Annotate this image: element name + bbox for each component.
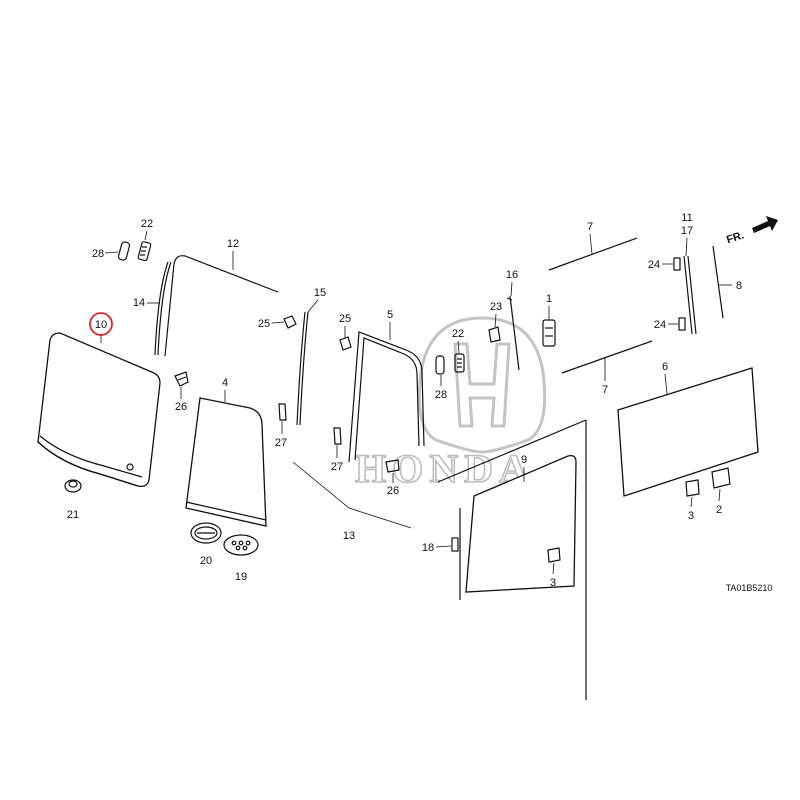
molding-15[interactable] [296, 311, 309, 426]
watermark-logo: HONDA [354, 316, 547, 492]
channel-16[interactable] [506, 295, 520, 371]
svg-text:10: 10 [95, 319, 107, 331]
front-direction-indicator: FR. [725, 216, 778, 246]
label-3-bottom[interactable] [547, 547, 561, 563]
grommet-21[interactable] [64, 479, 82, 493]
clip-24-lower[interactable] [678, 317, 686, 331]
clip-27-center[interactable] [333, 427, 342, 445]
callout-11: 11 [681, 212, 692, 224]
label-3-right[interactable] [685, 479, 700, 497]
callout-2: 2 [716, 504, 722, 516]
sash-11-17[interactable] [683, 255, 697, 335]
arrow-icon [752, 216, 778, 233]
callout-14: 14 [133, 297, 145, 309]
callout-1: 1 [546, 293, 552, 305]
callout-16: 16 [506, 269, 518, 281]
callout-7-lower: 7 [602, 384, 608, 396]
clip-26-center[interactable] [385, 459, 400, 473]
clip-22-left[interactable] [137, 241, 152, 262]
callout-5: 5 [387, 309, 393, 321]
pad-20[interactable] [190, 522, 222, 544]
callout-6: 6 [662, 361, 668, 373]
leader-13 [292, 461, 412, 529]
molding-14[interactable] [154, 261, 172, 356]
watermark-text: HONDA [355, 446, 534, 491]
callout-23: 23 [490, 301, 502, 313]
strip-8[interactable] [712, 245, 724, 319]
callout-27-left: 27 [275, 437, 287, 449]
callout-24-lower: 24 [654, 319, 666, 331]
run-channel-5[interactable] [348, 331, 425, 463]
glass-6[interactable] [617, 367, 759, 497]
callout-10[interactable]: 10 [89, 312, 113, 343]
label-2[interactable] [711, 467, 731, 489]
callout-20: 20 [200, 555, 212, 567]
clip-26-left[interactable] [174, 371, 189, 387]
clip-23[interactable] [488, 326, 501, 343]
molding-7-upper[interactable] [548, 237, 638, 271]
callout-8: 8 [736, 280, 742, 292]
callout-25-center: 25 [339, 313, 351, 325]
clip-18[interactable] [451, 537, 459, 552]
molding-7-lower[interactable] [561, 340, 653, 374]
callout-4: 4 [222, 377, 228, 389]
rear-windshield-glass[interactable] [37, 332, 161, 488]
molding-12[interactable] [164, 255, 279, 357]
callout-18: 18 [422, 542, 434, 554]
clip-28-left[interactable] [117, 241, 131, 261]
callout-3-right: 3 [688, 510, 694, 522]
callout-25-left: 25 [258, 318, 270, 330]
callout-22-center: 22 [452, 328, 464, 340]
bracket-1[interactable] [542, 319, 556, 347]
clip-27-left[interactable] [278, 403, 287, 421]
pad-19[interactable] [223, 534, 259, 556]
door-outline [437, 419, 587, 700]
callout-13: 13 [343, 530, 355, 542]
callout-22-left: 22 [141, 218, 153, 230]
callout-28-left: 28 [92, 248, 104, 260]
callout-26-left: 26 [175, 401, 187, 413]
clip-25-left[interactable] [283, 315, 297, 329]
callout-12: 12 [227, 238, 239, 250]
callout-28-center: 28 [435, 389, 447, 401]
direction-label: FR. [725, 229, 746, 246]
clip-22-center[interactable] [454, 353, 465, 373]
callout-26-center: 26 [387, 485, 399, 497]
callout-21: 21 [67, 509, 79, 521]
clip-28-center[interactable] [435, 355, 445, 375]
callout-9: 9 [521, 454, 527, 466]
callout-27-center: 27 [331, 461, 343, 473]
quarter-glass-4[interactable] [185, 397, 267, 527]
clip-24-upper[interactable] [673, 257, 681, 271]
callout-19: 19 [235, 571, 247, 583]
callout-3-bottom: 3 [550, 577, 556, 589]
clip-25-center[interactable] [339, 336, 352, 351]
callout-24-upper: 24 [648, 259, 660, 271]
callout-15: 15 [314, 287, 326, 299]
callout-17: 17 [681, 225, 693, 237]
callout-7-upper: 7 [587, 221, 593, 233]
diagram-code: TA01B5210 [726, 583, 773, 593]
